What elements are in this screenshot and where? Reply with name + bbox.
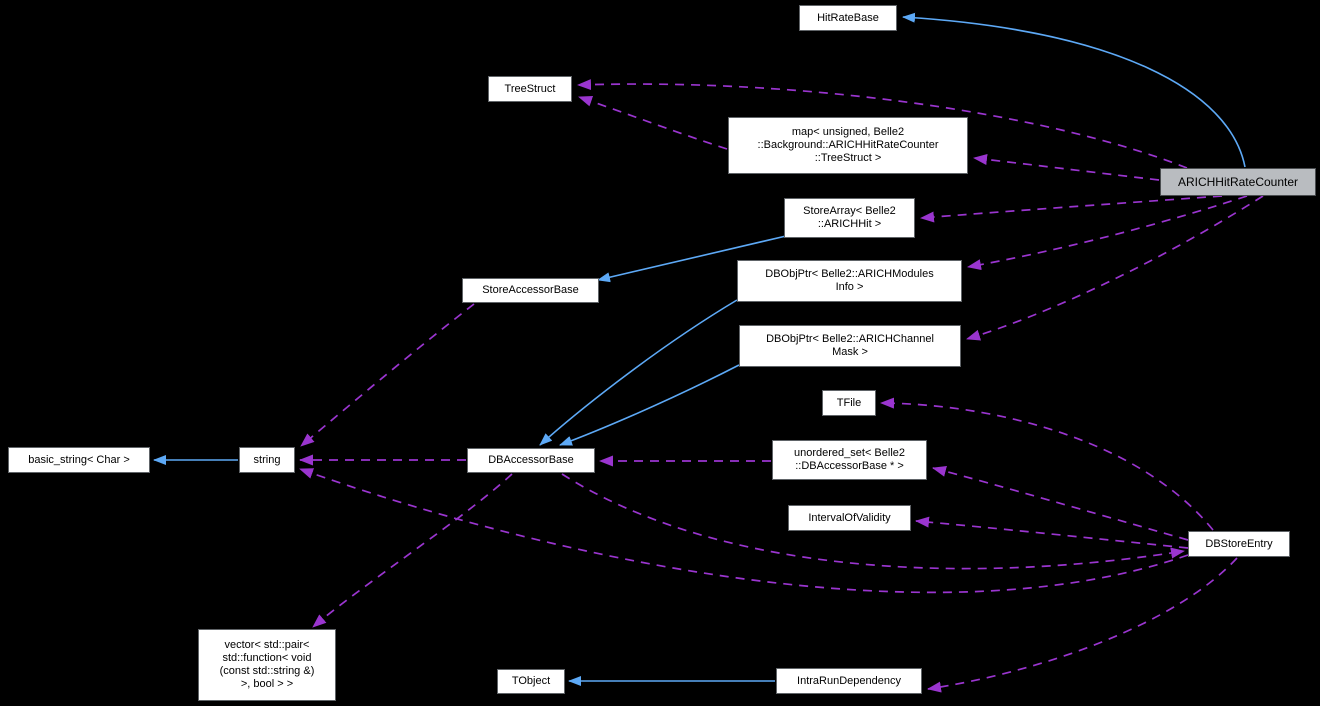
- edge-map-to-treestruct: [578, 95, 728, 150]
- edge-dbstoreentry-to-intrarundependency: [927, 557, 1238, 693]
- node-intervalofvalidity[interactable]: IntervalOfValidity: [788, 505, 911, 531]
- node-hitratebase[interactable]: HitRateBase: [799, 5, 897, 31]
- node-treestruct[interactable]: TreeStruct: [488, 76, 572, 102]
- edge-arichhitratecounter-to-dbobjptr-channelmask: [966, 195, 1264, 341]
- node-dbobjptr-channelmask[interactable]: DBObjPtr< Belle2::ARICHChannel Mask >: [739, 325, 961, 367]
- node-dbobjptr-modulesinfo[interactable]: DBObjPtr< Belle2::ARICHModules Info >: [737, 260, 962, 302]
- edge-dbobjptr-modulesinfo-to-dbaccessorbase: [539, 299, 738, 446]
- node-storearray-arichhit[interactable]: StoreArray< Belle2 ::ARICHHit >: [784, 198, 915, 238]
- edge-dbstoreentry-to-intervalofvalidity: [915, 516, 1189, 549]
- edge-arichhitratecounter-to-map: [973, 154, 1160, 181]
- edge-dbstoreentry-to-tfile: [880, 397, 1214, 531]
- edge-arichhitratecounter-to-hitratebase: [902, 12, 1246, 168]
- edge-dbstoreentry-to-string: [299, 468, 1189, 594]
- edge-storeaccessorbase-to-string: [300, 303, 475, 447]
- edge-dbaccessorbase-to-dbstoreentry: [561, 473, 1185, 570]
- edge-storearray-to-storeaccessorbase: [597, 235, 787, 283]
- node-map-treestruct[interactable]: map< unsigned, Belle2 ::Background::ARIC…: [728, 117, 968, 174]
- node-string[interactable]: string: [239, 447, 295, 473]
- node-unordered-set[interactable]: unordered_set< Belle2 ::DBAccessorBase *…: [772, 440, 927, 480]
- node-tfile[interactable]: TFile: [822, 390, 876, 416]
- edge-arichhitratecounter-to-treestruct: [577, 79, 1188, 169]
- edge-dbaccessorbase-to-vector: [312, 473, 513, 628]
- node-dbstoreentry[interactable]: DBStoreEntry: [1188, 531, 1290, 557]
- node-basic-string[interactable]: basic_string< Char >: [8, 447, 150, 473]
- node-storeaccessorbase[interactable]: StoreAccessorBase: [462, 278, 599, 303]
- edge-arichhitratecounter-to-dbobjptr-modulesinfo: [967, 195, 1248, 271]
- node-dbaccessorbase[interactable]: DBAccessorBase: [467, 448, 595, 473]
- edge-dbstoreentry-to-unordered-set: [932, 465, 1189, 541]
- node-tobject[interactable]: TObject: [497, 669, 565, 694]
- node-arichhitratecounter: ARICHHitRateCounter: [1160, 168, 1316, 196]
- edge-arichhitratecounter-to-storearray: [920, 195, 1223, 223]
- node-intrarundependency[interactable]: IntraRunDependency: [776, 668, 922, 694]
- node-vector-callbacks[interactable]: vector< std::pair< std::function< void (…: [198, 629, 336, 701]
- edge-dbobjptr-channelmask-to-dbaccessorbase: [559, 364, 740, 446]
